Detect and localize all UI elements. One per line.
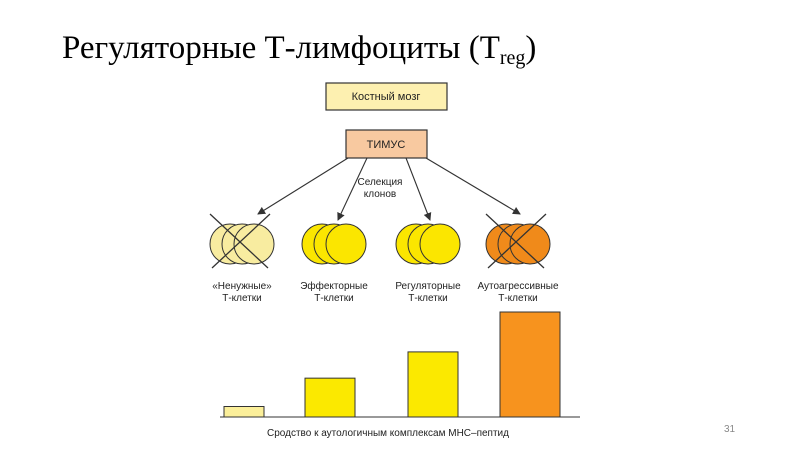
bone-marrow-box [325, 82, 448, 111]
cell-circle [233, 223, 275, 265]
title-main: Регуляторные Т-лимфоциты (T [62, 30, 500, 66]
cell-group-label-line2: Т-клетки [222, 293, 262, 304]
cell-group-1: «Ненужные»Т-клетки [209, 213, 275, 304]
slide-title: Регуляторные Т-лимфоциты (Treg) [62, 30, 536, 70]
slide-number: 31 [724, 424, 736, 435]
cross-mark [487, 213, 547, 269]
cell-group-label-line2: Т-клетки [408, 293, 448, 304]
cross-mark [485, 213, 545, 269]
cell-group-label-line1: Регуляторные [395, 281, 461, 292]
affinity-bar-1 [223, 406, 265, 418]
cell-groups: «Ненужные»Т-клеткиЭффекторныеТ-клеткиРег… [209, 213, 559, 304]
arrow-to-unneeded [257, 157, 349, 215]
cross-mark [211, 213, 271, 269]
cell-group-label-line1: «Ненужные» [212, 281, 272, 292]
title-subscript: reg [499, 47, 526, 69]
affinity-bar-4 [499, 311, 561, 418]
cell-group-label-line1: Эффекторные [300, 280, 368, 292]
cell-group-label-line2: Т-клетки [498, 293, 538, 304]
title-end: ) [525, 30, 537, 66]
arrow-to-autoaggressive [425, 157, 521, 215]
affinity-axis-label: Сродство к аутологичным комплексам МНС–п… [267, 428, 509, 439]
thymus-box [345, 129, 428, 159]
thymus-label: ТИМУС [367, 139, 406, 151]
cross-mark [209, 213, 269, 269]
cell-circle [509, 223, 551, 265]
affinity-bar-2 [304, 377, 356, 418]
arrow-to-effector [337, 157, 368, 221]
affinity-bars [223, 311, 561, 418]
cell-circle [325, 223, 367, 265]
cell-group-label-line2: Т-клетки [314, 293, 354, 304]
selection-label-line1: Селекция [358, 177, 403, 188]
bone-marrow-label: Костный мозг [352, 91, 421, 103]
arrow-to-regulatory [405, 157, 432, 221]
cell-circle [419, 223, 461, 265]
cell-group-label-line1: Аутоагрессивные [477, 281, 559, 292]
affinity-bar-3 [407, 351, 459, 418]
selection-label-line2: клонов [364, 189, 396, 200]
